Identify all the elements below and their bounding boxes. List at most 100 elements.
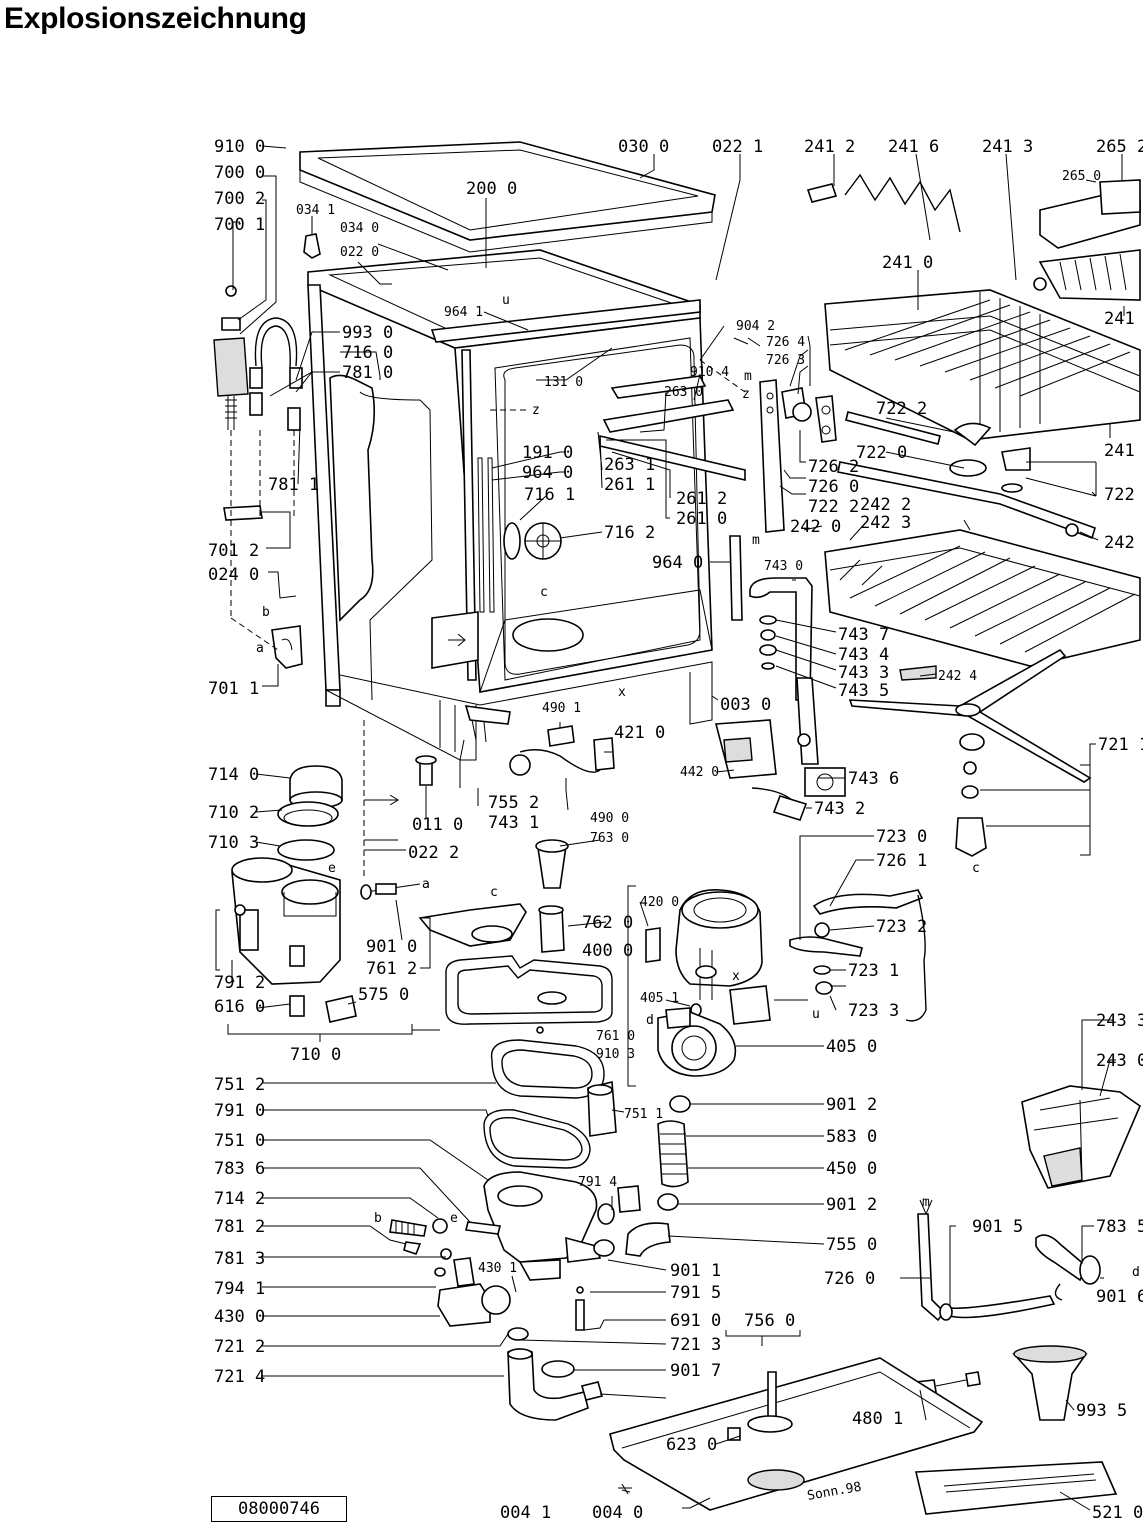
label-450-0: 450 0	[826, 1159, 877, 1179]
label-743-2: 743 2	[814, 799, 865, 819]
label-261-0: 261 0	[676, 509, 727, 529]
label-964-1: 964 1	[444, 305, 483, 320]
label-901-2b: 901 2	[826, 1195, 877, 1215]
sump-assembly	[389, 1026, 617, 1421]
document-number: 08000746	[211, 1496, 347, 1522]
label-241-3: 241 3	[982, 137, 1033, 157]
label-781-3: 781 3	[214, 1249, 265, 1269]
label-623-0: 623 0	[666, 1435, 717, 1455]
label-700-2: 700 2	[214, 189, 265, 209]
label-726-3: 726 3	[766, 353, 805, 368]
label-022-2: 022 2	[408, 843, 459, 863]
label-616-0: 616 0	[214, 997, 265, 1017]
label-723-2: 723 2	[876, 917, 927, 937]
label-910-4: 910 4	[690, 365, 729, 380]
label-743-6: 743 6	[848, 769, 899, 789]
marker-e-2: e	[450, 1211, 458, 1226]
label-034-1: 034 1	[296, 203, 335, 218]
label-242-3: 242 3	[860, 513, 911, 533]
label-430-0: 430 0	[214, 1307, 265, 1327]
label-791-5: 791 5	[670, 1283, 721, 1303]
marker-m-2: m	[744, 369, 752, 384]
label-004-0: 004 0	[592, 1503, 643, 1523]
label-420-0: 420 0	[640, 895, 679, 910]
label-722-2b: 722 2	[808, 497, 859, 517]
label-242-1: 242 1	[1104, 533, 1143, 553]
label-762-0: 762 0	[582, 913, 633, 933]
label-763-0: 763 0	[590, 831, 629, 846]
label-901-5: 901 5	[972, 1217, 1023, 1237]
label-701-1: 701 1	[208, 679, 259, 699]
label-716-2: 716 2	[604, 523, 655, 543]
marker-d-1: d	[646, 1013, 654, 1028]
label-405-0: 405 0	[826, 1037, 877, 1057]
label-400-0: 400 0	[582, 941, 633, 961]
label-964-0: 964 0	[522, 463, 573, 483]
label-710-3: 710 3	[208, 833, 259, 853]
label-521-0: 521 0	[1092, 1503, 1143, 1523]
label-011-0: 011 0	[412, 815, 463, 835]
label-263-0: 263 0	[664, 385, 703, 400]
label-721-1: 721 1	[1098, 735, 1143, 755]
label-721-3: 721 3	[670, 1335, 721, 1355]
label-726-0: 726 0	[808, 477, 859, 497]
label-755-0: 755 0	[826, 1235, 877, 1255]
label-783-5: 783 5	[1096, 1217, 1143, 1237]
mid-parts	[360, 705, 615, 1025]
label-781-0: 781 0	[342, 363, 393, 383]
label-243-3: 243 3	[1096, 1011, 1143, 1031]
cabinet-frame	[307, 249, 746, 761]
label-242-4: 242 4	[938, 669, 977, 684]
label-004-1: 004 1	[500, 1503, 551, 1523]
pump-motor	[593, 885, 771, 1257]
label-743-3: 743 3	[838, 663, 889, 683]
label-783-6: 783 6	[214, 1159, 265, 1179]
marker-c-1: c	[540, 585, 548, 600]
label-003-0: 003 0	[720, 695, 771, 715]
label-756-0: 756 0	[744, 1311, 795, 1331]
marker-x-2: x	[732, 969, 740, 984]
label-575-0: 575 0	[358, 985, 409, 1005]
label-710-2: 710 2	[208, 803, 259, 823]
label-714-0: 714 0	[208, 765, 259, 785]
base-plate	[609, 1357, 984, 1511]
marker-m-1: m	[752, 533, 760, 548]
marker-a-1: a	[256, 641, 264, 656]
label-901-1: 901 1	[670, 1261, 721, 1281]
label-721-4: 721 4	[214, 1367, 265, 1387]
label-743-4: 743 4	[838, 645, 889, 665]
marker-b-1: b	[262, 605, 270, 620]
label-755-2: 755 2	[488, 793, 539, 813]
water-inlet-parts	[213, 233, 321, 669]
label-722-2: 722 2	[876, 399, 927, 419]
label-265-0: 265 0	[1062, 169, 1101, 184]
label-405-1: 405 1	[640, 991, 679, 1006]
upper-basket	[806, 173, 1141, 441]
label-430-1: 430 1	[478, 1261, 517, 1276]
label-490-1: 490 1	[542, 701, 581, 716]
bottom-right-parts	[789, 889, 1141, 1515]
marker-c-3: c	[972, 861, 980, 876]
marker-m-3: m	[922, 1195, 930, 1210]
page-title: Explosionszeichnung	[4, 2, 307, 35]
label-726-1: 726 1	[876, 851, 927, 871]
leader-lines	[231, 145, 1125, 1511]
label-743-5: 743 5	[838, 681, 889, 701]
label-791-0: 791 0	[214, 1101, 265, 1121]
label-022-1: 022 1	[712, 137, 763, 157]
label-721-2: 721 2	[214, 1337, 265, 1357]
marker-u-1: u	[502, 293, 510, 308]
label-761-0: 761 0	[596, 1029, 635, 1044]
label-191-0: 191 0	[522, 443, 573, 463]
label-901-7: 901 7	[670, 1361, 721, 1381]
label-261-2: 261 2	[676, 489, 727, 509]
marker-u-2: u	[812, 1007, 820, 1022]
label-910-0: 910 0	[214, 137, 265, 157]
label-442-0: 442 0	[680, 765, 719, 780]
label-480-1: 480 1	[852, 1409, 903, 1429]
marker-c-2: c	[490, 885, 498, 900]
label-263-1: 263 1	[604, 455, 655, 475]
label-723-3: 723 3	[848, 1001, 899, 1021]
label-241-8: 241 8	[1104, 441, 1143, 461]
label-726-2: 726 2	[808, 457, 859, 477]
